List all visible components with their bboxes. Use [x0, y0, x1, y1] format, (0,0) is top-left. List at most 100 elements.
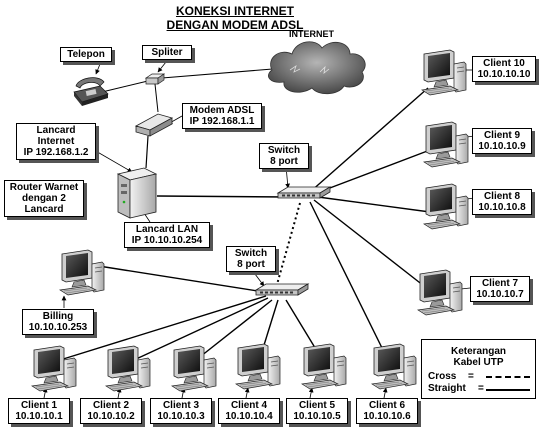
client-6-label: Client 6 10.10.10.6: [356, 398, 418, 424]
spliter-icon: [144, 73, 166, 85]
legend-cross-separator: =: [468, 371, 474, 382]
cross-cable: [275, 202, 301, 289]
modem-label: Modem ADSL IP 192.168.1.1: [182, 103, 262, 129]
billing-line-2: 10.10.10.253: [28, 322, 88, 333]
computer-client-6-icon: [371, 343, 417, 390]
client-1-label: Client 1 10.10.10.1: [8, 398, 70, 424]
modem-line-2: IP 192.168.1.1: [189, 116, 255, 127]
lancard-internet-label: Lancard Internet IP 192.168.1.2: [16, 123, 96, 160]
cable-legend: Keterangan Kabel UTP Cross = Straight =: [421, 339, 536, 399]
client-7-name: Client 7: [481, 278, 519, 289]
cable-client-10: [309, 87, 429, 193]
client-8-name: Client 8: [483, 191, 521, 202]
switch-top-label: Switch 8 port: [259, 143, 309, 169]
cable-client-6: [309, 201, 385, 353]
client-2-ip: 10.10.10.2: [87, 411, 135, 422]
client-2-name: Client 2: [92, 400, 130, 411]
client-10-name: Client 10: [483, 58, 525, 69]
lancard-lan-line-1: Lancard LAN: [135, 224, 199, 235]
switch-top-line-2: 8 port: [270, 156, 298, 167]
client-6-ip: 10.10.10.6: [363, 411, 411, 422]
switch-top-icon: [277, 186, 331, 199]
lancard-internet-line-1: Lancard: [36, 125, 76, 136]
client-4-label: Client 4 10.10.10.4: [218, 398, 280, 424]
legend-straight-row: Straight =: [428, 383, 484, 394]
client-1-name: Client 1: [20, 400, 58, 411]
cable-client-3: [195, 299, 273, 361]
legend-cross-row: Cross =: [428, 371, 474, 382]
client-2-label: Client 2 10.10.10.2: [80, 398, 142, 424]
client-7-label: Client 7 10.10.10.7: [470, 276, 530, 302]
cable-client-7: [313, 199, 425, 287]
cable-client-9: [313, 149, 431, 195]
router-server-icon: [116, 167, 158, 219]
spliter-internet-cable: [161, 67, 286, 79]
client-9-ip: 10.10.10.9: [478, 141, 526, 152]
spliter-text: Spliter: [151, 47, 183, 58]
computer-client-5-icon: [301, 343, 347, 390]
spliter-modem-cable: [154, 83, 159, 113]
legend-cross-label: Cross: [428, 371, 457, 382]
switch-bottom-line-2: 8 port: [237, 259, 265, 270]
switch-bottom-icon: [255, 283, 309, 296]
client-3-ip: 10.10.10.3: [157, 411, 205, 422]
modem-router-cable: [145, 135, 149, 169]
router-label: Router Warnet dengan 2 Lancard: [4, 180, 84, 217]
phone-cable: [101, 79, 153, 93]
billing-line-1: Billing: [42, 311, 74, 322]
telephone-icon: [73, 77, 109, 106]
spliter-label: Spliter: [142, 45, 192, 60]
client-10-ip: 10.10.10.10: [477, 69, 531, 80]
title-line-2: DENGAN MODEM ADSL: [166, 18, 304, 32]
router-line-1: Router Warnet: [9, 182, 79, 193]
computer-client-8-icon: [423, 183, 469, 230]
internet-cloud-icon: [268, 41, 366, 95]
client-6-name: Client 6: [368, 400, 406, 411]
lancard-internet-line-3: IP 192.168.1.2: [23, 147, 89, 158]
legend-cross-line: [486, 376, 530, 378]
client-9-name: Client 9: [483, 130, 521, 141]
switch-bottom-label: Switch 8 port: [226, 246, 276, 272]
legend-straight-label: Straight: [428, 383, 466, 394]
legend-title-line-2: Kabel UTP: [453, 357, 504, 368]
client-4-name: Client 4: [230, 400, 268, 411]
client-4-ip: 10.10.10.4: [225, 411, 273, 422]
client-9-label: Client 9 10.10.10.9: [472, 128, 532, 154]
lancard-lan-line-2: IP 10.10.10.254: [131, 235, 203, 246]
diagram-title: KONEKSI INTERNET DENGAN MODEM ADSL: [160, 4, 310, 32]
client-5-name: Client 5: [298, 400, 336, 411]
cable-client-2: [133, 297, 269, 361]
computer-client-2-icon: [105, 345, 151, 392]
legend-straight-line: [486, 389, 530, 391]
computer-client-9-icon: [423, 121, 469, 168]
client-3-label: Client 3 10.10.10.3: [150, 398, 212, 424]
lancard-lan-label: Lancard LAN IP 10.10.10.254: [124, 222, 210, 248]
billing-label: Billing 10.10.10.253: [22, 309, 94, 335]
router-switch-cable: [156, 195, 289, 198]
computer-client-1-icon: [31, 345, 77, 392]
switch-bottom-line-1: Switch: [234, 248, 268, 259]
telepon-text: Telepon: [67, 49, 105, 60]
client-1-ip: 10.10.10.1: [15, 411, 63, 422]
legend-title: Keterangan Kabel UTP: [422, 346, 535, 368]
switch-top-line-1: Switch: [267, 145, 301, 156]
cable-client-1: [59, 295, 267, 361]
title-line-1: KONEKSI INTERNET: [175, 4, 294, 18]
computer-client-3-icon: [171, 345, 217, 392]
computer-client-10-icon: [421, 49, 467, 96]
lancard-internet-line-2: Internet: [37, 136, 75, 147]
client-3-name: Client 3: [162, 400, 200, 411]
router-line-2: dengan 2: [22, 193, 66, 204]
client-10-label: Client 10 10.10.10.10: [472, 56, 536, 82]
client-5-label: Client 5 10.10.10.5: [286, 398, 348, 424]
legend-straight-separator: =: [478, 383, 484, 394]
client-8-label: Client 8 10.10.10.8: [472, 189, 532, 215]
computer-billing-icon: [59, 249, 105, 296]
legend-title-line-1: Keterangan: [450, 346, 506, 357]
computer-client-7-icon: [417, 269, 463, 316]
modem-line-1: Modem ADSL: [189, 105, 255, 116]
client-8-ip: 10.10.10.8: [478, 202, 526, 213]
internet-label: INTERNET: [289, 29, 334, 39]
modem-icon: [134, 113, 174, 137]
